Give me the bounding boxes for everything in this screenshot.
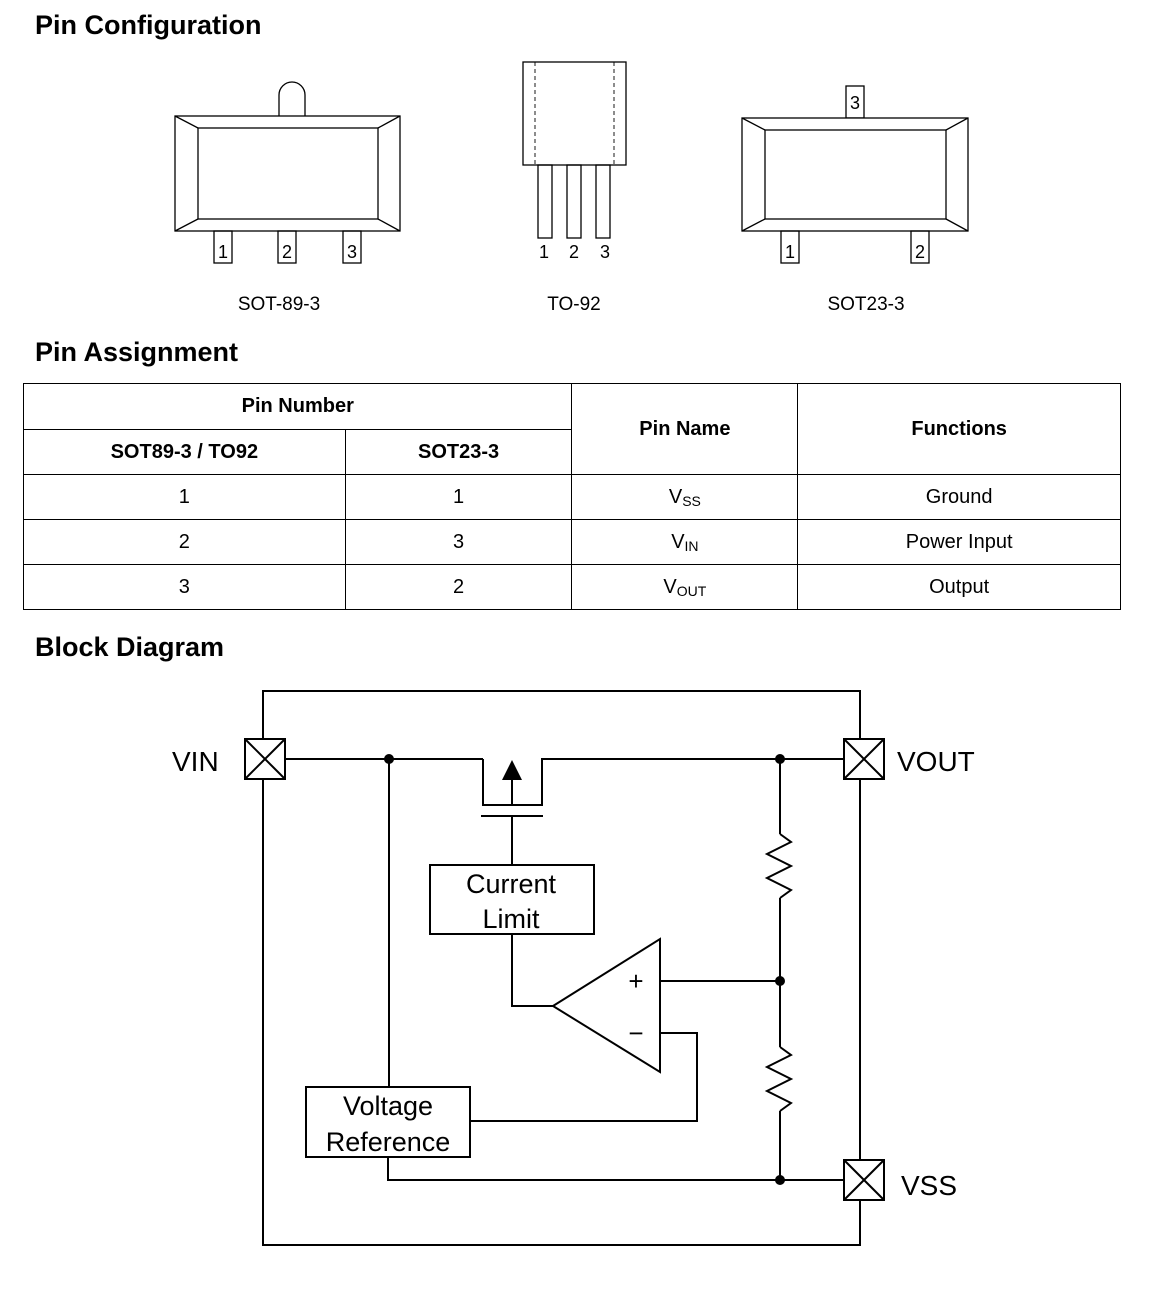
pin-configuration-heading: Pin Configuration [35,10,262,40]
transistor-arrow [502,760,522,780]
to92-package-drawing [522,61,627,239]
function-cell: Ground [797,474,1121,520]
functions-header: Functions [797,383,1121,475]
function-cell: Power Input [797,519,1121,565]
pin-name-cell: VIN [571,519,799,565]
to92-package-name: TO-92 [547,294,601,315]
vss-label: VSS [901,1170,957,1201]
pin-name-subscript: IN [684,537,699,554]
sot23-column-header: SOT23-3 [344,429,573,475]
voltage-reference-label-2: Reference [326,1127,451,1157]
vin-terminal [244,738,286,780]
pin-name-subscript: OUT [676,582,707,599]
table-row: 3 2 VOUT Output [23,564,1121,610]
sot23-pin-cell: 3 [344,519,573,565]
amp-minus-label: − [628,1018,643,1048]
table-row: 1 1 VSS Ground [23,474,1121,520]
block-diagram: VIN VOUT VSS Current Limit Voltage Refer… [172,690,975,1246]
sot89-pin-1-label: 1 [218,242,228,262]
current-limit-label-2: Limit [482,904,540,934]
sot23-pin-2-label: 2 [915,242,925,262]
error-amplifier [551,937,661,1074]
block-diagram-heading: Block Diagram [35,632,225,662]
resistor-lower [764,1046,794,1112]
pin-name-main: V [671,530,685,553]
vout-terminal [843,738,885,780]
vss-terminal [843,1159,885,1201]
vout-label: VOUT [897,746,975,777]
table-row: 2 3 VIN Power Input [23,519,1121,565]
to92-pin-2-label: 2 [569,242,579,262]
sot89-pin-cell: 3 [23,564,346,610]
pin-assignment-heading: Pin Assignment [35,337,239,367]
sot89-pin-cell: 2 [23,519,346,565]
pin-name-main: V [663,575,677,598]
to92-pin-3-label: 3 [600,242,610,262]
current-limit-label-1: Current [466,869,557,899]
sot23-pin-cell: 1 [344,474,573,520]
chip-outline [262,690,861,1246]
sot23-pin-3-label: 3 [850,93,860,113]
pin-assignment-table: Pin Number Pin Name Functions SOT89-3 / … [22,383,1121,610]
amp-plus-label: + [628,966,643,996]
function-cell: Output [797,564,1121,610]
voltage-reference-box [305,1086,471,1158]
pin-name-main: V [668,485,683,508]
vin-label: VIN [172,746,219,777]
sot89-package-name: SOT-89-3 [237,294,321,315]
pin-name-header: Pin Name [571,383,799,475]
voltage-reference-label-1: Voltage [343,1091,433,1121]
to92-pin-1-label: 1 [539,242,549,262]
package-drawings: 1 2 3 1 2 3 3 1 2 [174,61,969,264]
pin-number-header: Pin Number [22,383,573,430]
sot23-pin-cell: 2 [344,564,573,610]
sot23-package-name: SOT23-3 [827,294,905,315]
sot89-pin-3-label: 3 [347,242,357,262]
sot89-to92-column-header: SOT89-3 / TO92 [23,429,346,475]
sot23-package-drawing [741,85,969,264]
pin-name-subscript: SS [682,492,701,509]
sot89-package-drawing [174,81,401,264]
sot23-pin-1-label: 1 [785,242,795,262]
pin-name-cell: VOUT [571,564,799,610]
sot89-pin-2-label: 2 [282,242,292,262]
sot89-pin-cell: 1 [23,474,346,520]
pin-name-cell: VSS [571,474,799,520]
resistor-upper [764,833,794,899]
